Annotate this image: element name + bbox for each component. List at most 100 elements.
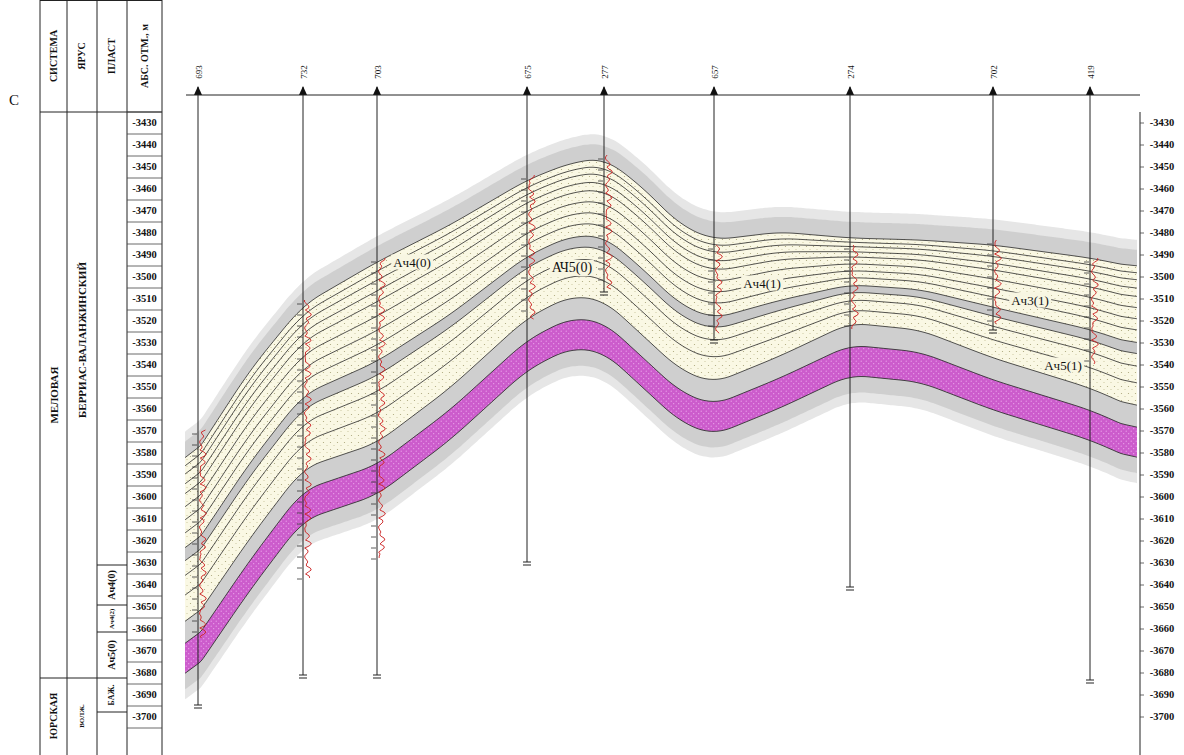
depth-value: -3430 bbox=[1150, 118, 1175, 129]
depth-value: -3500 bbox=[1150, 272, 1175, 283]
depth-value: -3550 bbox=[132, 382, 157, 393]
well-log bbox=[305, 300, 312, 578]
scale-row-line bbox=[127, 552, 162, 553]
scale-tick bbox=[1140, 431, 1144, 432]
well-trace bbox=[993, 87, 994, 330]
scale-tick bbox=[1140, 321, 1144, 322]
well-trace bbox=[198, 87, 199, 705]
scale-tick bbox=[1140, 167, 1144, 168]
table-cell: БЕРРИАС-ВАЛАНЖИНСКИЙ bbox=[77, 262, 88, 418]
well-log bbox=[379, 258, 386, 558]
depth-value: -3660 bbox=[132, 624, 157, 635]
strata bbox=[185, 134, 1137, 699]
scale-tick bbox=[1140, 189, 1144, 190]
table-cell: ВОЛЖ. bbox=[79, 704, 86, 728]
depth-value: -3670 bbox=[132, 646, 157, 657]
well-marker bbox=[299, 86, 307, 95]
depth-value: -3690 bbox=[132, 690, 157, 701]
layer-name: Ач4(0) bbox=[391, 255, 433, 270]
well-bottom bbox=[523, 562, 531, 565]
scale-tick bbox=[1140, 563, 1144, 564]
depth-value: -3540 bbox=[132, 360, 157, 371]
log-tick bbox=[371, 262, 376, 559]
scale-tick bbox=[1140, 519, 1144, 520]
well-bottom bbox=[194, 705, 202, 708]
depth-value: -3570 bbox=[132, 426, 157, 437]
depth-value: -3550 bbox=[1150, 382, 1175, 393]
well-marker bbox=[600, 86, 608, 95]
scale-row-line bbox=[127, 530, 162, 531]
bed-boundary bbox=[185, 191, 1137, 494]
scale-tick bbox=[1140, 365, 1144, 366]
depth-value: -3510 bbox=[1150, 294, 1175, 305]
depth-value: -3630 bbox=[1150, 558, 1175, 569]
depth-value: -3480 bbox=[132, 228, 157, 239]
scale-row-line bbox=[127, 266, 162, 267]
column-header: ПЛАСТ bbox=[107, 38, 117, 74]
bed-boundary bbox=[185, 182, 1137, 483]
table-cell: Ач5(0) bbox=[107, 640, 117, 670]
depth-value: -3620 bbox=[1150, 536, 1175, 547]
table-cell: Ач4(0) bbox=[107, 570, 117, 600]
depth-value: -3450 bbox=[132, 162, 157, 173]
well-marker bbox=[194, 86, 202, 95]
depth-value: -3700 bbox=[1150, 712, 1175, 723]
depth-value: -3620 bbox=[132, 536, 157, 547]
scale-row-line bbox=[127, 662, 162, 663]
scale-row-line bbox=[127, 398, 162, 399]
depth-value: -3480 bbox=[1150, 228, 1175, 239]
scale-row-line bbox=[127, 376, 162, 377]
scale-row-line bbox=[127, 200, 162, 201]
log-tick bbox=[708, 249, 713, 326]
depth-value: -3680 bbox=[1150, 668, 1175, 679]
log-tick bbox=[192, 434, 197, 632]
scale-row-line bbox=[127, 178, 162, 179]
scale-row-line bbox=[127, 420, 162, 421]
depth-value: -3460 bbox=[132, 184, 157, 195]
well-number: 732 bbox=[300, 65, 309, 79]
bed-boundary bbox=[185, 160, 1137, 457]
scale-row-line bbox=[127, 156, 162, 157]
column-header: ЯРУС bbox=[77, 42, 87, 70]
scale-tick bbox=[1140, 277, 1144, 278]
layer-name: Ач3(1) bbox=[1009, 293, 1051, 308]
depth-value: -3440 bbox=[1150, 140, 1175, 151]
bed-boundary bbox=[185, 213, 1137, 520]
bed-boundary bbox=[185, 260, 1137, 576]
well-log bbox=[606, 155, 613, 289]
scale-row-line bbox=[127, 728, 162, 729]
well-number: 657 bbox=[711, 65, 720, 79]
scale-tick bbox=[1140, 651, 1144, 652]
depth-value: -3670 bbox=[1150, 646, 1175, 657]
table-cell: МЕЛОВАЯ bbox=[48, 367, 59, 424]
well-bottom bbox=[1086, 680, 1094, 683]
scale-row-line bbox=[127, 332, 162, 333]
well-trace bbox=[850, 87, 851, 587]
layer-name: Ач5(1) bbox=[1042, 358, 1084, 373]
log-tick bbox=[297, 304, 302, 579]
scale-row-line bbox=[127, 574, 162, 575]
depth-value: -3500 bbox=[132, 272, 157, 283]
well-number: 675 bbox=[524, 65, 533, 79]
depth-value: -3660 bbox=[1150, 624, 1175, 635]
log-tick bbox=[987, 244, 992, 321]
scale-row-line bbox=[127, 112, 162, 113]
log-tick bbox=[598, 159, 603, 280]
depth-value: -3610 bbox=[132, 514, 157, 525]
column-header: СИСТЕМА bbox=[49, 30, 59, 82]
scale-tick bbox=[1140, 145, 1144, 146]
clay-layer bbox=[185, 144, 1137, 689]
well-number: 419 bbox=[1087, 65, 1096, 79]
scale-tick bbox=[1140, 497, 1144, 498]
well-bottom bbox=[710, 340, 718, 343]
depth-value: -3630 bbox=[132, 558, 157, 569]
well-trace bbox=[714, 87, 715, 340]
bed-boundary bbox=[185, 320, 1137, 644]
well-trace bbox=[1090, 87, 1091, 680]
depth-value: -3580 bbox=[132, 448, 157, 459]
depth-value: -3600 bbox=[132, 492, 157, 503]
depth-value: -3540 bbox=[1150, 360, 1175, 371]
scale-row-line bbox=[127, 706, 162, 707]
